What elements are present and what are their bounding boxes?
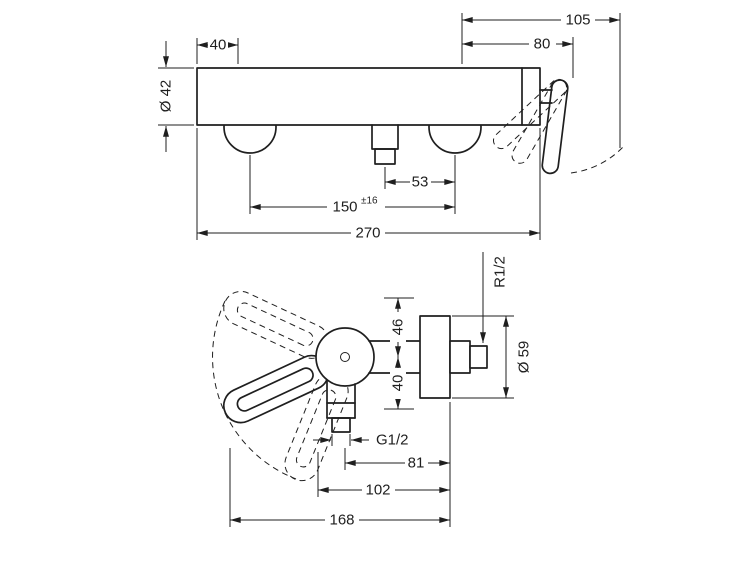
hose-outlet-nipple: [331, 417, 351, 433]
loop-swing-arc-lower: [224, 412, 297, 480]
dim-150-tolerance-label: ±16: [361, 196, 378, 207]
label-mask: [390, 312, 406, 342]
label-mask: [410, 175, 431, 189]
lever-swing-arc: [570, 145, 625, 174]
label-mask: [327, 198, 385, 215]
dim-dia42-label: Ø 42: [158, 80, 175, 113]
thread-g12-label: G1/2: [376, 432, 409, 449]
dim-81-label: 81: [408, 455, 425, 472]
dim-40b-label: 40: [390, 375, 407, 392]
dim-150-label: 150: [332, 199, 357, 216]
mixer-body: [196, 67, 541, 126]
label-mask: [561, 13, 595, 28]
dim-270-label: 270: [355, 225, 380, 242]
loop-swing-arc-upper: [212, 300, 226, 414]
label-mask: [208, 38, 228, 52]
label-mask: [325, 513, 359, 528]
label-mask: [390, 368, 406, 399]
dim-105-label: 105: [565, 12, 590, 29]
spout-aerator: [374, 148, 396, 165]
pivot-center: [340, 352, 350, 362]
dim-40-label: 40: [210, 37, 227, 54]
thread-r12-label: R1/2: [492, 256, 509, 288]
dim-168-label: 168: [329, 512, 354, 529]
label-mask: [405, 456, 428, 471]
dim-80-label: 80: [534, 36, 551, 53]
pivot-circle: [315, 327, 375, 387]
label-mask: [362, 483, 395, 498]
spout: [371, 124, 399, 150]
escutcheon-body: [419, 315, 451, 399]
outlet-connector: [449, 340, 471, 374]
side-view: 105 80 40 Ø 42 53 150 ±16: [158, 12, 625, 242]
dim-102-label: 102: [365, 482, 390, 499]
dim-dia59-label: Ø 59: [516, 341, 533, 374]
dim-46-label: 46: [390, 319, 407, 336]
plan-view: R1/2 46 40 Ø 59 G1/2 81 102: [212, 252, 533, 529]
outlet-connector-tip: [469, 345, 488, 369]
dim-53-label: 53: [412, 174, 429, 191]
label-mask: [529, 37, 556, 52]
label-mask: [351, 226, 385, 241]
